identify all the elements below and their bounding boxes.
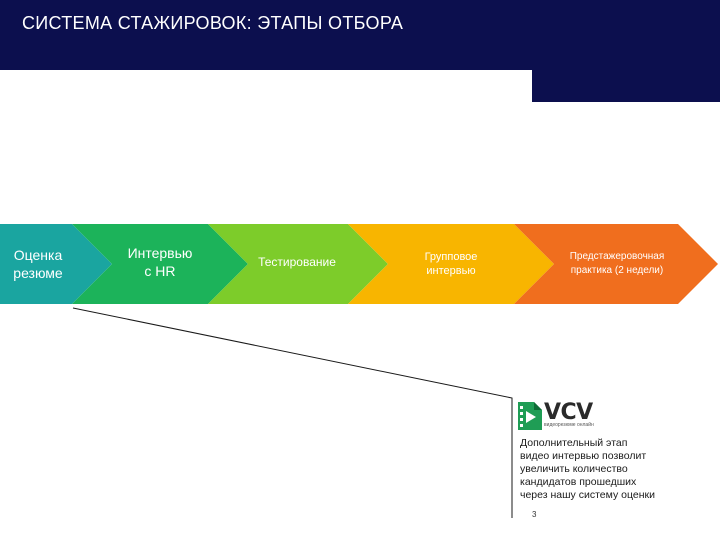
stage-1-label: Оценка резюме: [13, 247, 63, 281]
stage-2-label: Интервью с HR: [127, 245, 193, 279]
header-bar: [0, 0, 720, 70]
header-accent-tab: [532, 70, 720, 102]
stage-4-label: Групповое интервью: [424, 251, 478, 277]
vcv-logo: VCV видеорезюме онлайн: [518, 400, 618, 432]
stage-2-chevron: [72, 224, 248, 304]
stage-5-chevron: [514, 224, 718, 304]
page-number: 3: [532, 510, 537, 519]
vcv-tagline: видеорезюме онлайн: [544, 422, 594, 428]
stage-1-chevron: [0, 224, 112, 304]
stage-4-chevron: [348, 224, 554, 304]
page-title: СИСТЕМА СТАЖИРОВОК: ЭТАПЫ ОТБОРА: [22, 13, 404, 33]
vcv-wordmark: VCV: [544, 400, 593, 425]
stage-5-label: Предстажеровочная практика (2 недели): [569, 251, 665, 276]
stage-3-chevron: [208, 224, 388, 304]
callout-note: Дополнительный этап видео интервью позво…: [520, 437, 655, 501]
film-strip-icon: [518, 402, 542, 430]
stage-3-label: Тестирование: [258, 254, 336, 269]
